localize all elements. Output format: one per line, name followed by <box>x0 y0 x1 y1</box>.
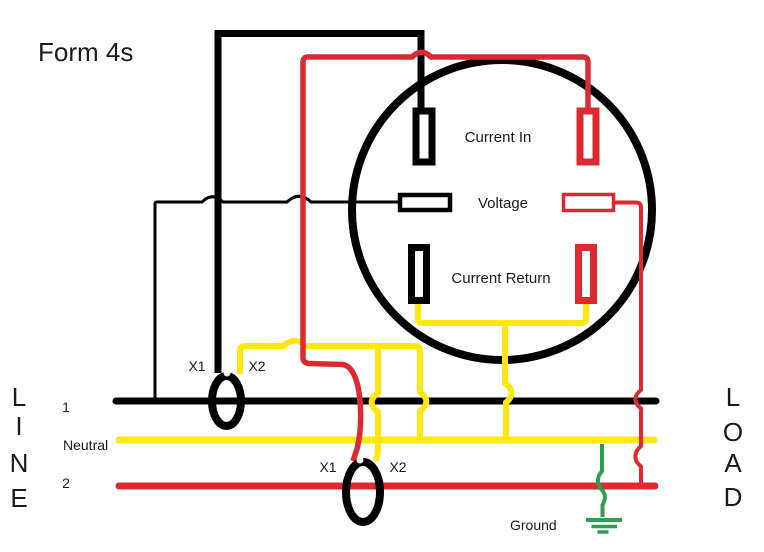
voltage-terminal-black <box>397 192 453 213</box>
ct2-x1-to-current-in-wire <box>300 49 591 462</box>
line-side-label: L I N E <box>10 382 29 513</box>
ct2-x1-label: X1 <box>319 459 336 475</box>
ct2-toroid <box>342 458 384 526</box>
current-return-to-neutral-wire <box>502 323 515 438</box>
ct-terminal-dots <box>223 369 364 464</box>
voltage-terminal-red <box>561 192 616 213</box>
ct1-x2-wire <box>237 337 430 438</box>
ct2-terminal-dot <box>356 456 364 464</box>
ct2-x2-label: X2 <box>389 459 406 475</box>
ct1-x1-label: X1 <box>188 358 205 374</box>
line1-voltage-sense-wire <box>153 194 399 400</box>
ground-label: Ground <box>510 517 557 533</box>
current-in-terminal-red <box>576 107 600 166</box>
current-return-terminal-black <box>408 244 430 304</box>
current-in-terminal-black <box>412 107 436 166</box>
load-letter-l: L <box>726 382 740 412</box>
current-return-terminal-red <box>575 244 597 304</box>
current-return-bus-wire <box>415 304 589 326</box>
current-return-label: Current Return <box>451 270 550 287</box>
line1-number-label: 1 <box>62 399 70 415</box>
ct2-x2-wire <box>368 346 381 462</box>
black-wires <box>112 30 660 405</box>
voltage-to-line2-wire <box>615 200 643 484</box>
load-side-label: L O A D <box>723 382 743 512</box>
neutral-label: Neutral <box>63 437 108 453</box>
load-letter-a: A <box>724 448 742 478</box>
labels: Form 4s Current In Voltage Current Retur… <box>10 37 744 533</box>
voltage-label: Voltage <box>478 195 528 212</box>
load-letter-o: O <box>723 417 743 447</box>
line-letter-n: N <box>10 448 29 478</box>
ct1-x2-label: X2 <box>248 358 265 374</box>
ct1-terminal-dot <box>223 369 231 377</box>
meter-terminals <box>397 107 616 304</box>
line-letter-e: E <box>10 483 27 513</box>
line-letter-i: I <box>15 411 22 441</box>
neutral-to-ground-wire <box>595 444 607 517</box>
ground-group <box>586 444 622 534</box>
load-letter-d: D <box>724 482 743 512</box>
ground-symbol-icon <box>586 518 622 534</box>
ct1-x1-to-current-in-wire <box>214 30 425 373</box>
red-wires <box>115 49 659 490</box>
current-in-label: Current In <box>465 129 532 146</box>
yellow-wires <box>115 304 658 462</box>
line-letter-l: L <box>12 382 26 412</box>
diagram-title: Form 4s <box>38 37 133 67</box>
line2-number-label: 2 <box>62 475 70 491</box>
